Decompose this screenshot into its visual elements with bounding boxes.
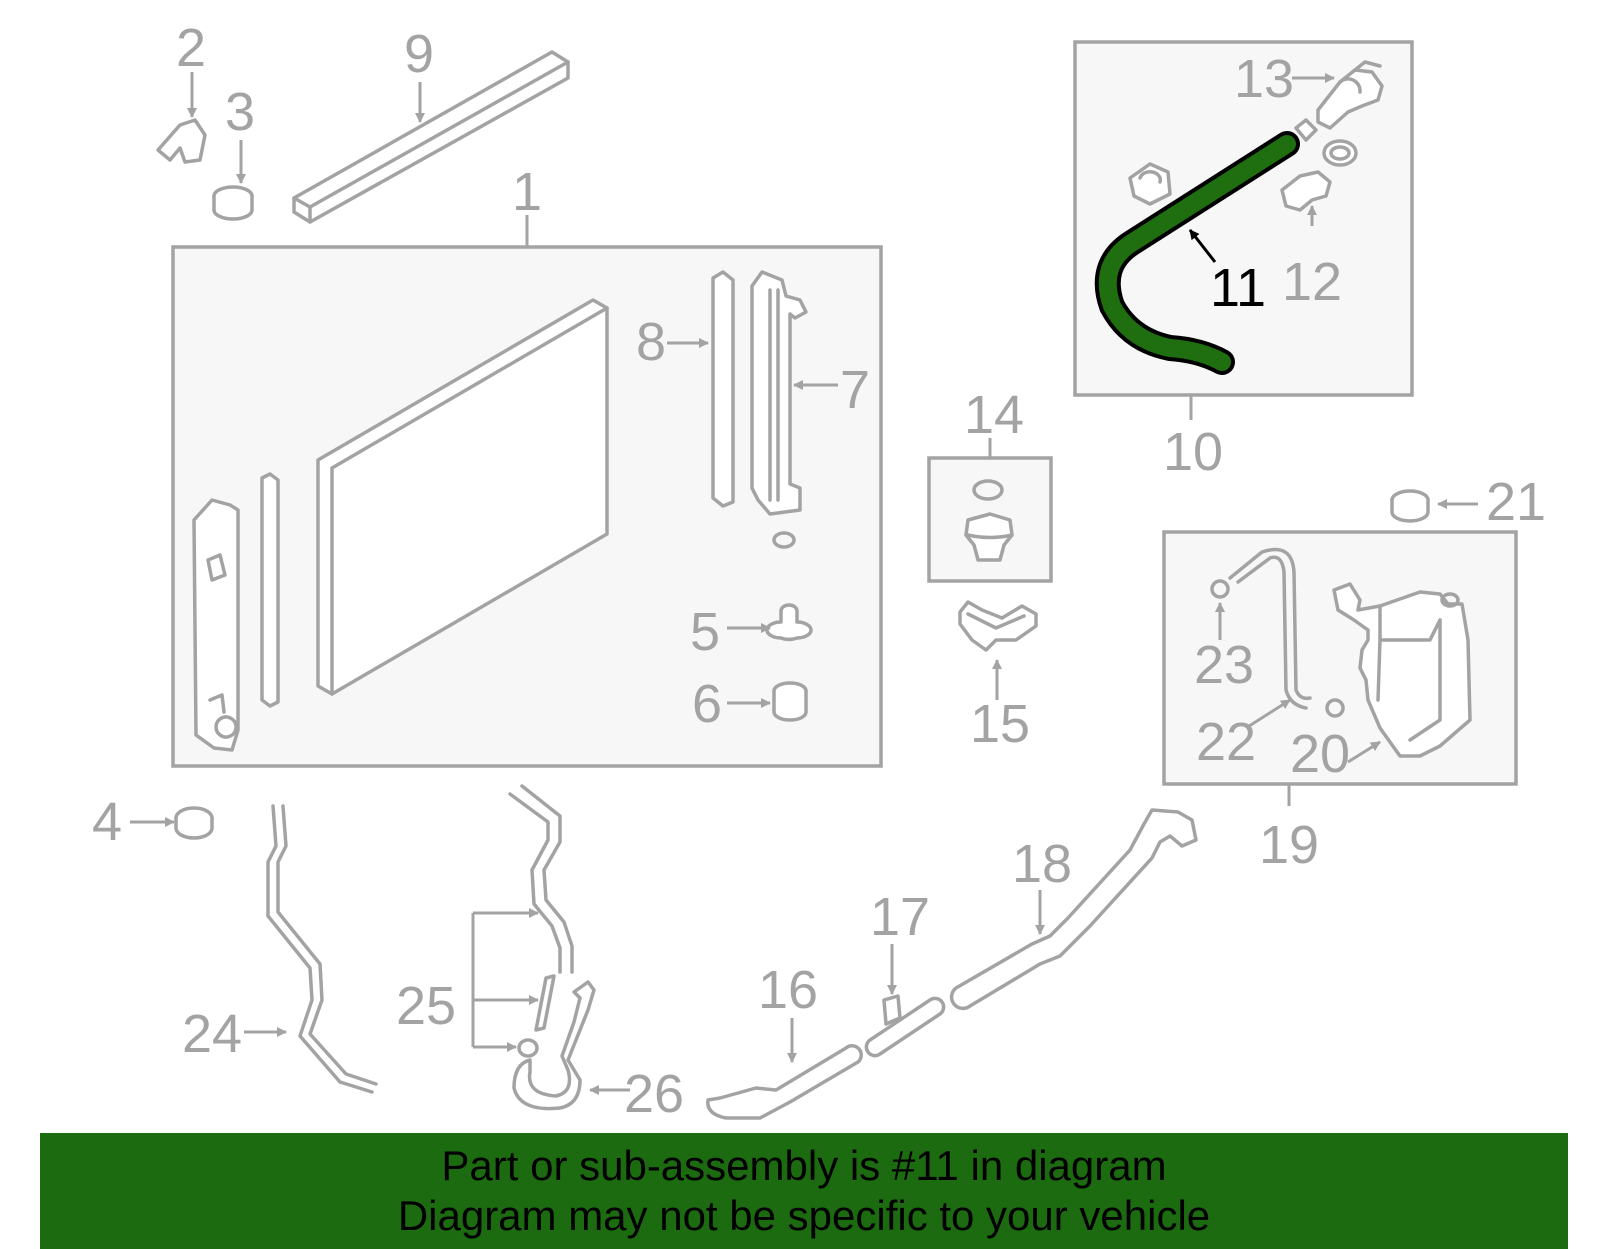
callout-6: 6 <box>692 674 722 734</box>
callout-7: 7 <box>840 360 870 420</box>
part-10-hose-box <box>1073 40 1414 420</box>
callout-15: 15 <box>970 694 1030 754</box>
part-21-cap <box>1390 489 1430 523</box>
callout-16: 16 <box>758 960 818 1020</box>
callout-1: 1 <box>512 162 542 222</box>
callout-9: 9 <box>404 24 434 84</box>
part-24-hose <box>266 804 378 1094</box>
callout-3: 3 <box>225 82 255 142</box>
callout-8: 8 <box>636 312 666 372</box>
callout-26: 26 <box>624 1064 684 1124</box>
part-17-tee <box>864 994 946 1058</box>
callout-20: 20 <box>1290 724 1350 784</box>
banner-line-1: Part or sub-assembly is #11 in diagram <box>441 1142 1167 1189</box>
callout-24: 24 <box>182 1004 242 1064</box>
callout-2: 2 <box>176 18 206 78</box>
callout-10: 10 <box>1163 422 1223 482</box>
part-25-hoses <box>508 784 596 1111</box>
part-9-seal <box>292 50 570 224</box>
callout-13: 13 <box>1234 49 1294 109</box>
info-banner: Part or sub-assembly is #11 in diagram D… <box>40 1133 1568 1249</box>
callout-14: 14 <box>964 385 1024 445</box>
part-1-radiator-box <box>171 215 883 768</box>
callout-5: 5 <box>690 602 720 662</box>
callout-4: 4 <box>92 792 122 852</box>
callout-11: 11 <box>1210 258 1266 318</box>
callout-12: 12 <box>1282 252 1342 312</box>
part-2-clip <box>156 118 207 164</box>
part-19-reservoir-box <box>1162 530 1518 806</box>
part-16-hose <box>706 1044 863 1120</box>
part-18-hose <box>949 808 1198 1011</box>
part-14-cap-box <box>927 438 1053 583</box>
banner-line-2: Diagram may not be specific to your vehi… <box>397 1192 1211 1239</box>
callout-23: 23 <box>1194 635 1254 695</box>
callout-18: 18 <box>1012 834 1072 894</box>
callout-21: 21 <box>1486 472 1546 532</box>
callout-25: 25 <box>396 976 456 1036</box>
part-4-plug <box>174 806 214 840</box>
callout-17: 17 <box>870 887 930 947</box>
part-3-plug <box>212 185 254 221</box>
callout-19: 19 <box>1259 815 1319 875</box>
part-11-upper-hose <box>1094 131 1300 375</box>
callout-22: 22 <box>1196 712 1256 772</box>
part-15-bracket <box>958 600 1038 652</box>
